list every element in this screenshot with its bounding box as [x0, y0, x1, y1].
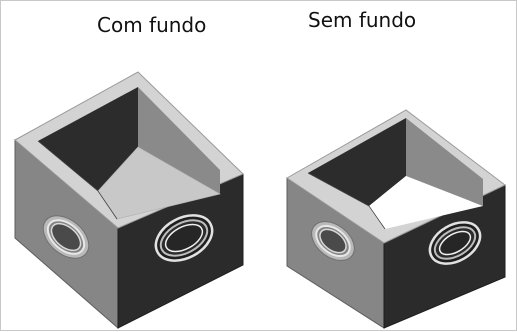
box-open-bottom [369, 176, 483, 229]
box-inner-back-right-wall [138, 87, 220, 194]
caption-with-bottom: Com fundo [97, 13, 207, 37]
box-right-hole [428, 221, 482, 265]
box-inner-back-left-wall [38, 87, 138, 191]
caption-without-bottom: Sem fundo [308, 8, 417, 32]
box-inner-back-left-wall [308, 118, 406, 206]
box-left-hole [42, 215, 90, 259]
box-left-hole [311, 221, 355, 261]
box-inner-back-right-wall [406, 118, 483, 206]
box-right-hole [154, 214, 214, 262]
